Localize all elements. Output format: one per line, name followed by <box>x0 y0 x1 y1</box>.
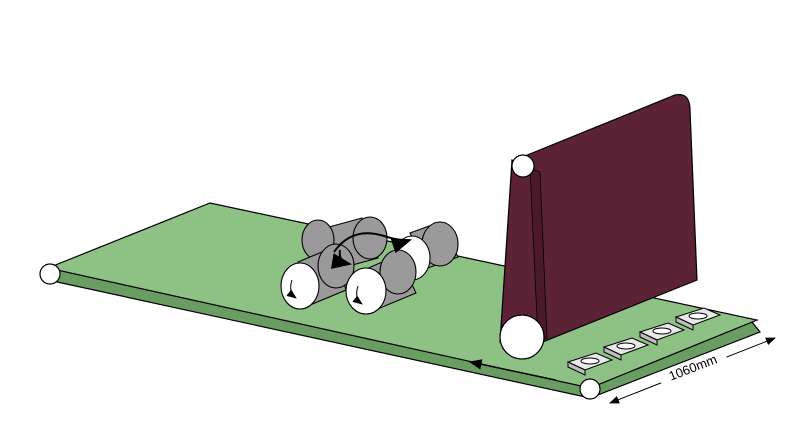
roller-front-right <box>345 249 417 315</box>
rotation-arrow <box>333 232 412 254</box>
maroon-belt-bottom-roller <box>499 314 545 360</box>
belt-direction-arrow <box>468 359 557 381</box>
mounting-slot <box>674 307 722 331</box>
maroon-belt-top-roller <box>511 154 535 178</box>
rotation-arrow-return <box>330 249 352 269</box>
maroon-vertical-belt <box>499 93 698 360</box>
green-belt-right-end-roller <box>579 378 601 400</box>
maroon-belt-back-face <box>519 93 698 344</box>
mounting-slot <box>566 352 614 376</box>
roller-assembly <box>280 216 459 315</box>
maroon-belt-fold <box>529 167 548 341</box>
green-belt-left-end-roller <box>39 263 61 285</box>
